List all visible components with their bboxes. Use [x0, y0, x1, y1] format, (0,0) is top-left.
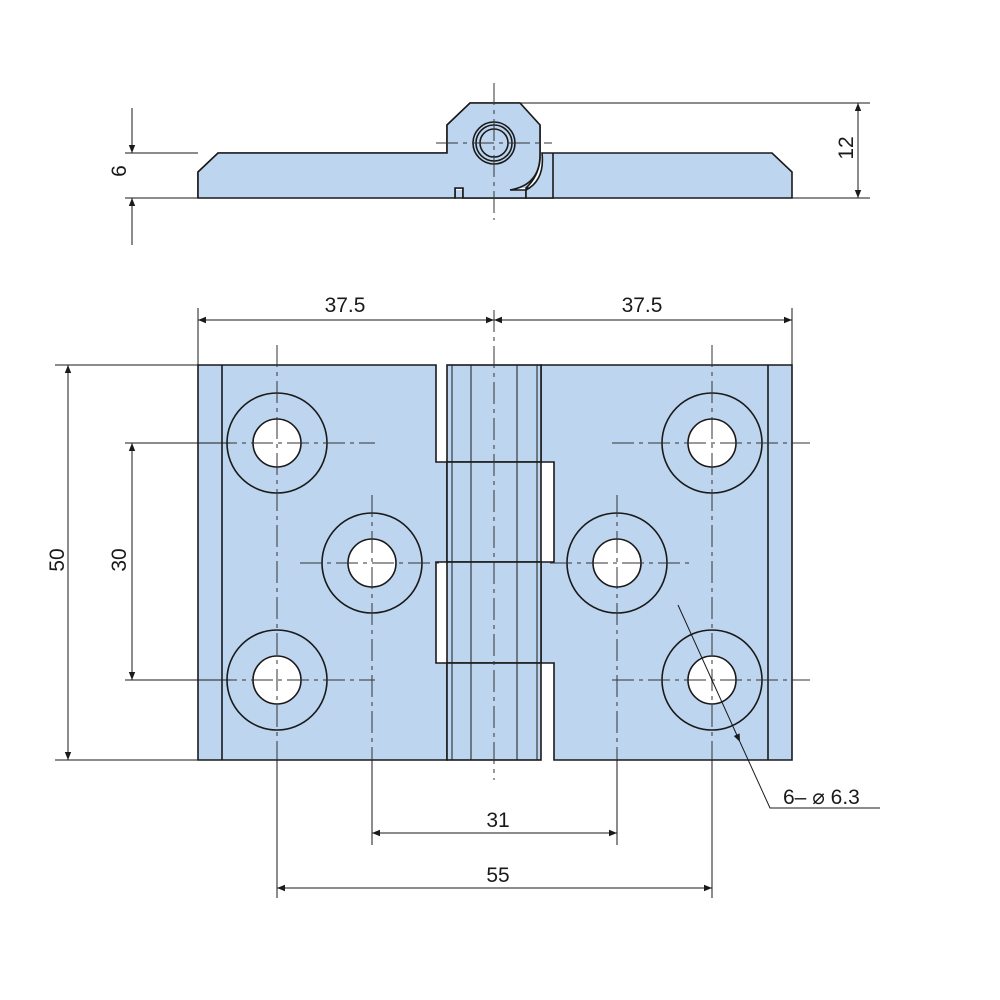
- side-view: 6 12: [108, 83, 870, 245]
- dim-30-label: 30: [108, 548, 131, 571]
- hole-callout-label: 6– ⌀ 6.3: [783, 786, 860, 809]
- dim-55-label: 55: [486, 864, 509, 887]
- right-leaf-side: [525, 152, 793, 199]
- callout-leader-tail: [739, 741, 880, 809]
- centerlines: [215, 345, 810, 760]
- front-view: 37.5 37.5 50 30 31 55 6– ⌀ 6.3: [46, 294, 880, 898]
- dim-37-5-left-label: 37.5: [325, 294, 366, 317]
- dim-12-label: 12: [835, 136, 858, 159]
- dim-6-label: 6: [108, 165, 131, 177]
- dim-31-label: 31: [486, 809, 509, 832]
- dim-50-label: 50: [46, 548, 69, 571]
- left-leaf-body: [197, 102, 541, 199]
- dim-37-5-right-label: 37.5: [622, 294, 663, 317]
- knuckle: [446, 310, 542, 780]
- callout-leader: [677, 604, 741, 743]
